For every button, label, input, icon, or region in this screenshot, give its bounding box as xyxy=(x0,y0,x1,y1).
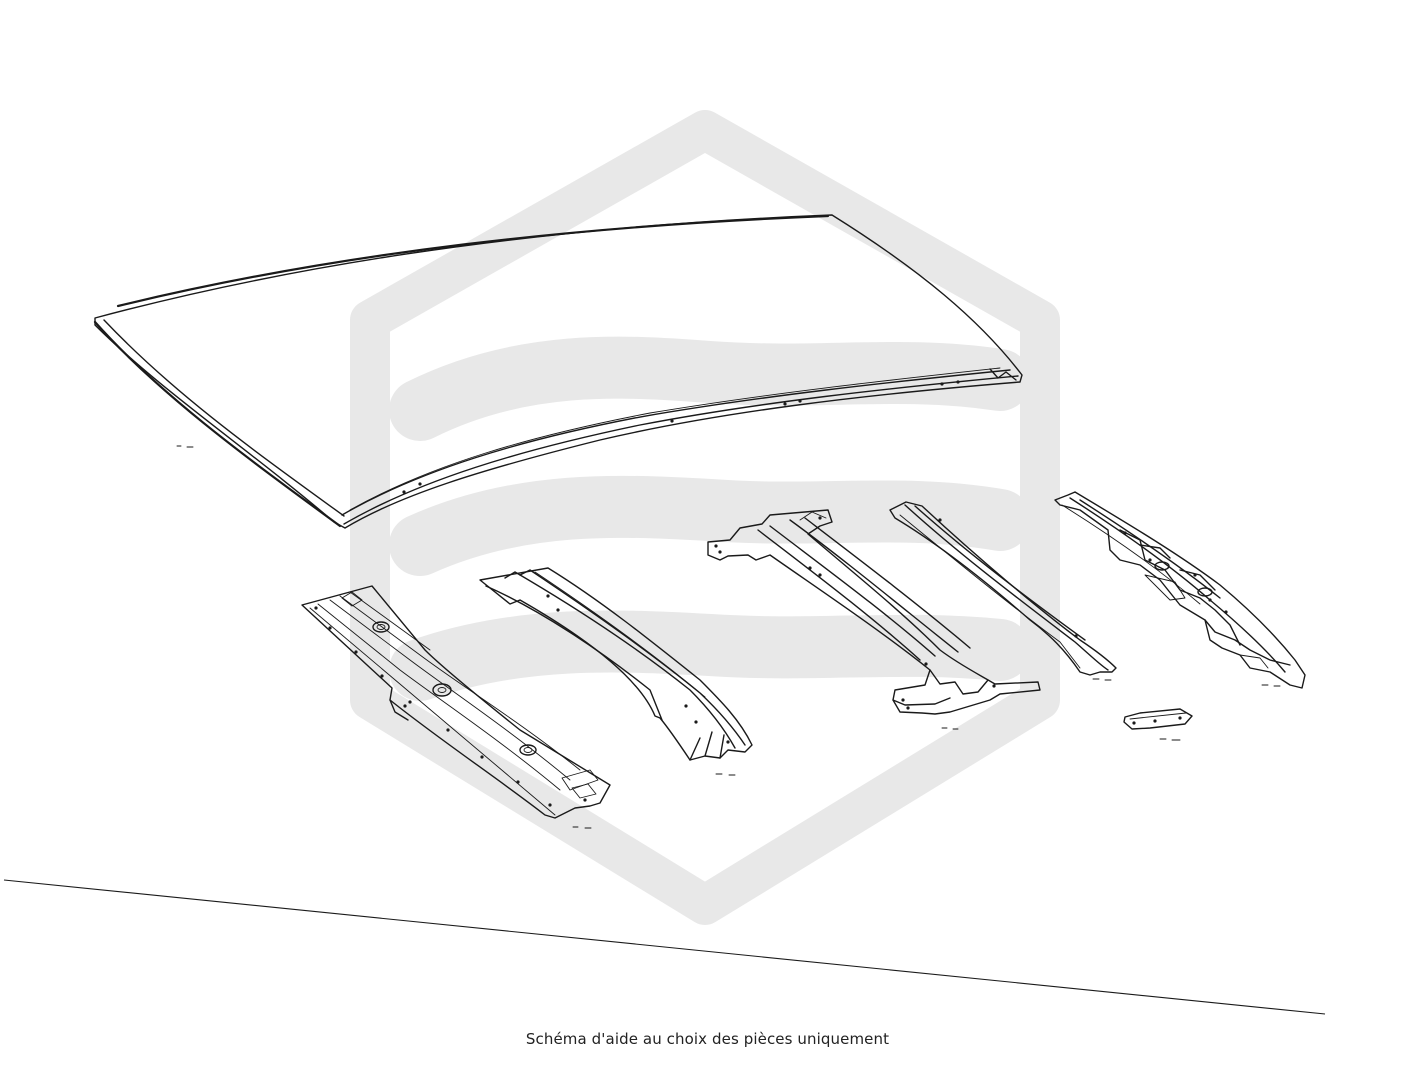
ground-line xyxy=(3,879,1326,1015)
roof-bow-2 xyxy=(707,509,1041,730)
front-roof-header-panel xyxy=(301,585,611,829)
diagram-caption: Schéma d'aide au choix des pièces unique… xyxy=(525,1030,890,1048)
roof-panel xyxy=(93,214,1023,529)
bracket-plate xyxy=(1123,708,1193,741)
roof-bow-1 xyxy=(479,567,753,776)
watermark-logo xyxy=(350,110,1060,925)
rear-roof-header xyxy=(1054,491,1306,689)
roof-bow-3 xyxy=(889,501,1117,681)
